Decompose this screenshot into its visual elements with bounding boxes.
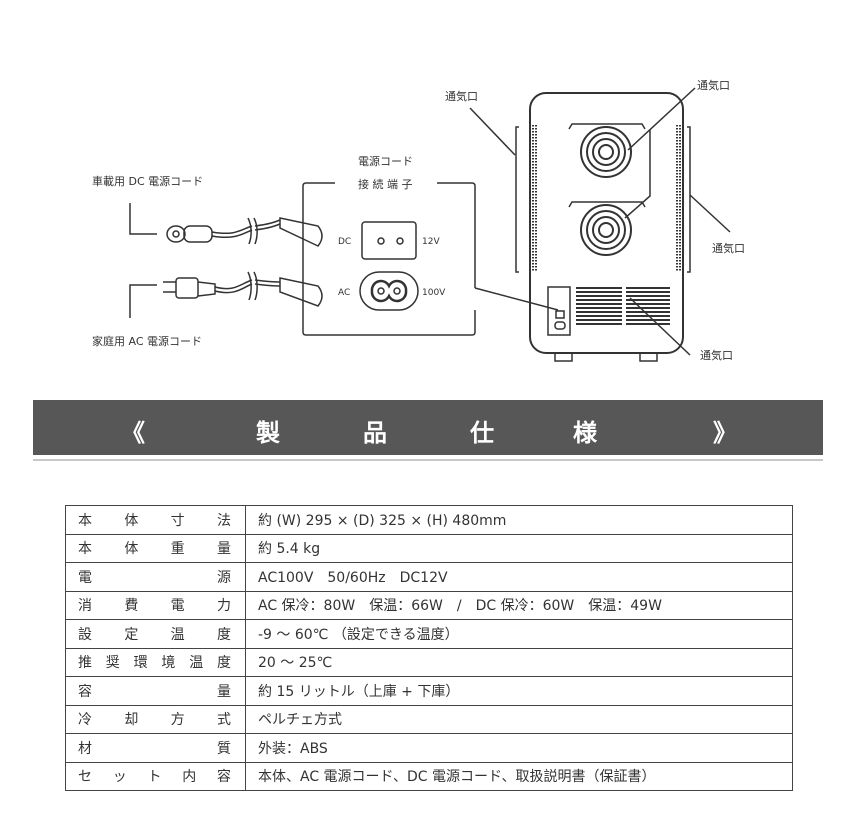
banner-right-mark: 》: [713, 419, 737, 447]
banner-title-char: 様: [573, 419, 597, 447]
connector-leader: [474, 287, 559, 311]
vent-label: 通気口: [712, 241, 745, 255]
vent-label: 通気口: [445, 89, 478, 103]
spec-value: 約 5.4 kg: [245, 533, 793, 563]
ac-plug-icon: [163, 271, 323, 307]
spec-banner: 《 製 品 仕 様 》: [33, 400, 823, 455]
spec-row: 材質外装：ABS: [65, 733, 793, 763]
connector-box: [302, 182, 476, 336]
spec-row: 本体寸法約 (W) 295 × (D) 325 × (H) 480mm: [65, 505, 793, 535]
spec-value: 約 (W) 295 × (D) 325 × (H) 480mm: [245, 505, 793, 535]
spec-label: 冷却方式: [65, 704, 246, 734]
spec-label: 容量: [65, 676, 246, 706]
dc-socket: [361, 221, 417, 260]
spec-row: セット内容本体、AC 電源コード、DC 電源コード、取扱説明書（保証書）: [65, 761, 793, 791]
vent-label: 通気口: [700, 348, 733, 362]
vent-label: 通気口: [697, 78, 730, 92]
spec-value: -9 ～ 60℃ （設定できる温度）: [245, 619, 793, 649]
ac-label: AC: [338, 288, 350, 298]
spec-row: 冷却方式ペルチェ方式: [65, 704, 793, 734]
connector-title-2: 接 続 端 子: [358, 177, 413, 191]
fridge-back-icon: [529, 92, 684, 362]
spec-label: 設定温度: [65, 619, 246, 649]
banner-divider: [33, 459, 823, 461]
banner-title-char: 品: [363, 419, 387, 447]
banner-title-char: 仕: [470, 419, 494, 447]
dc-label: DC: [338, 237, 351, 247]
dc-voltage: 12V: [422, 237, 440, 247]
spec-label: 材質: [65, 733, 246, 763]
vent-brackets: [515, 126, 691, 273]
spec-value: 20 ～ 25℃: [245, 647, 793, 677]
dc-car-plug-icon: [166, 217, 323, 247]
spec-label: セット内容: [65, 761, 246, 791]
spec-label: 消費電力: [65, 590, 246, 620]
ac-cord-label: 家庭用 AC 電源コード: [92, 334, 202, 348]
dc-cord-leader: [129, 203, 157, 235]
spec-value: 外装：ABS: [245, 733, 793, 763]
spec-label: 本体重量: [65, 533, 246, 563]
spec-label: 本体寸法: [65, 505, 246, 535]
spec-row: 本体重量約 5.4 kg: [65, 533, 793, 563]
spec-label: 推奨環境温度: [65, 647, 246, 677]
spec-value: ペルチェ方式: [245, 704, 793, 734]
spec-value: 本体、AC 電源コード、DC 電源コード、取扱説明書（保証書）: [245, 761, 793, 791]
spec-value: AC 保冷：80W 保温：66W / DC 保冷：60W 保温：49W: [245, 590, 793, 620]
ac-voltage: 100V: [422, 288, 446, 298]
spec-row: 設定温度-9 ～ 60℃ （設定できる温度）: [65, 619, 793, 649]
spec-value: AC100V 50/60Hz DC12V: [245, 562, 793, 592]
banner-left-mark: 《: [121, 419, 145, 447]
connector-title-1: 電源コード: [358, 154, 413, 168]
banner-title-char: 製: [256, 419, 280, 447]
dc-cord-label: 車載用 DC 電源コード: [92, 174, 203, 188]
connection-diagram: 車載用 DC 電源コード 家庭用 AC 電源コード 電源コード 接 続 端 子 …: [92, 78, 745, 362]
spec-value: 約 15 リットル（上庫 + 下庫）: [245, 676, 793, 706]
ac-cord-leader: [129, 284, 157, 318]
ac-socket: [359, 271, 419, 311]
spec-label: 電源: [65, 562, 246, 592]
spec-row: 容量約 15 リットル（上庫 + 下庫）: [65, 676, 793, 706]
